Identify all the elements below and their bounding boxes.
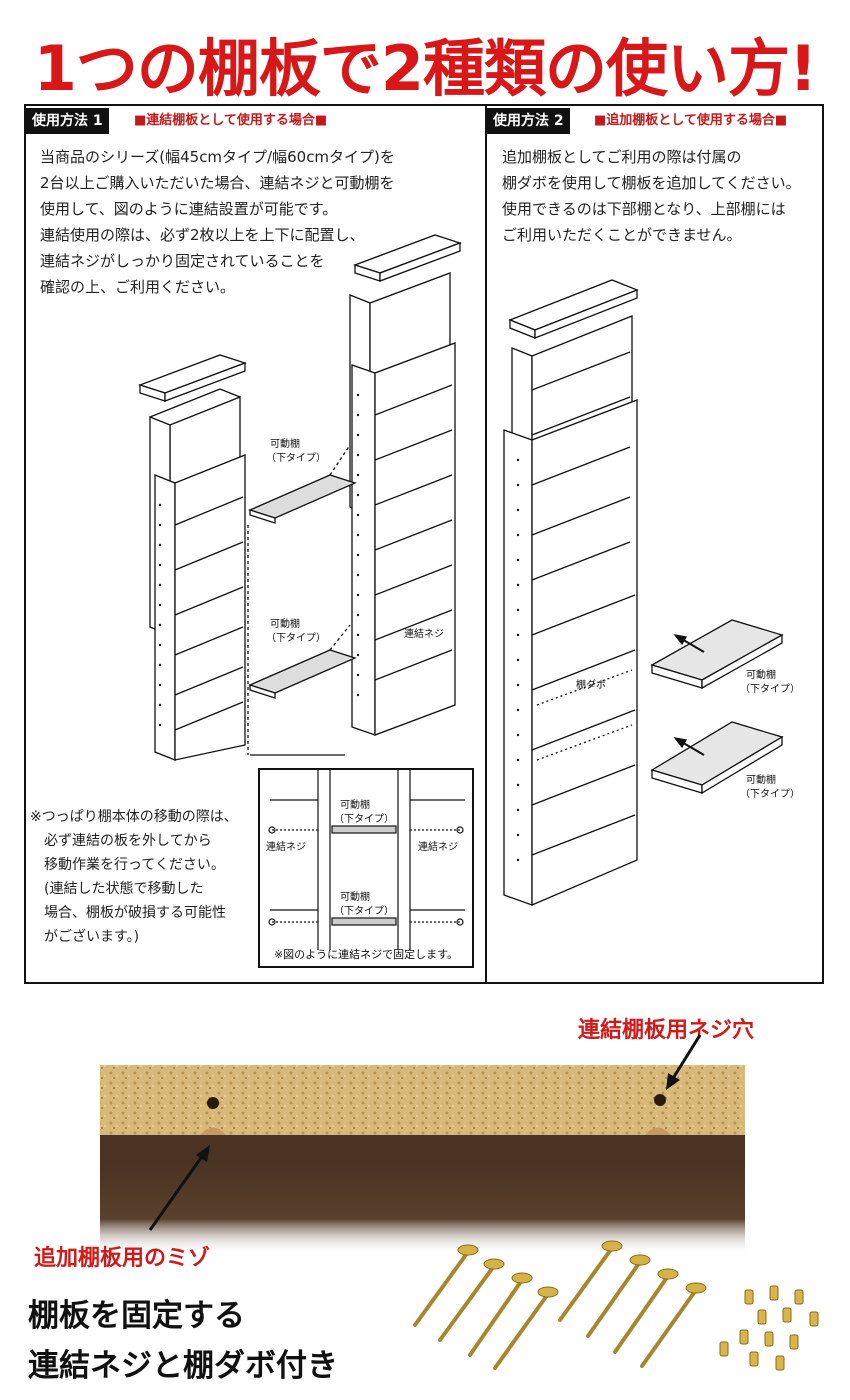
method1-shelf-lower-sub: （下タイプ）	[266, 632, 326, 644]
screw-hole-label: 連結棚板用ネジ穴	[578, 1018, 755, 1043]
method1-screw-label: 連結ネジ	[404, 627, 444, 640]
board-top-edge	[100, 1065, 745, 1135]
screw-hole-left	[207, 1097, 219, 1109]
shelf-board-photo	[100, 1034, 819, 1371]
groove-label: 追加棚板用のミゾ	[34, 1246, 211, 1271]
method1-line: 確認の上、ご利用ください。	[40, 278, 236, 296]
method2-line: 追加棚板としてご利用の際は付属の	[502, 148, 742, 166]
shelf-board-photo-area: 連結棚板用ネジ穴	[0, 990, 850, 1400]
connection-detail-inset: 可動棚 （下タイプ） 可動棚 （下タイプ） 連結ネジ 連結ネジ ※図のように連結…	[258, 768, 474, 968]
method1-line: 使用して、図のように連結設置が可能です。	[40, 200, 338, 218]
method1-shelf-upper-label: 可動棚	[270, 437, 300, 450]
groove-left	[200, 1127, 226, 1135]
note-line: 場合、棚板が破損する可能性	[30, 905, 226, 921]
screw-hole-right	[654, 1094, 666, 1106]
method2-shelf-lower-label: 可動棚	[746, 773, 776, 786]
inset-shelf-top: 可動棚	[340, 798, 370, 811]
inset-screw-left: 連結ネジ	[266, 840, 306, 853]
method1-line: 連結使用の際は、必ず2枚以上を上下に配置し、	[40, 226, 365, 244]
method2-line: 使用できるのは下部棚となり、上部棚には	[502, 200, 786, 218]
instructions-frame	[24, 104, 824, 984]
note-line: 必ず連結の板を外してから	[30, 833, 212, 849]
inset-shelf-top-sub: （下タイプ）	[334, 813, 394, 825]
method1-line: 2台以上ご購入いただいた場合、連結ネジと可動棚を	[40, 174, 395, 192]
shelf-dowels	[719, 1285, 819, 1371]
method2-line: 棚ダボを使用して棚板を追加してください。	[502, 174, 801, 192]
inset-screw-right: 連結ネジ	[418, 840, 458, 853]
method2-shelf-upper-sub: （下タイプ）	[740, 683, 800, 695]
method1-tag: 使用方法 1	[26, 108, 109, 134]
panel-divider	[485, 104, 487, 984]
method1-shelf-lower-label: 可動棚	[270, 617, 300, 630]
inset-shelf-bottom-sub: （下タイプ）	[334, 905, 394, 917]
method2-tag: 使用方法 2	[487, 108, 570, 134]
method1-shelf-upper-sub: （下タイプ）	[266, 452, 326, 464]
note-line: 移動作業を行ってください。	[30, 857, 225, 873]
inset-caption: ※図のように連結ネジで固定します。	[273, 948, 459, 961]
method2-subtitle: ■追加棚板として使用する場合■	[594, 113, 788, 128]
note-line: がございます。)	[30, 929, 140, 945]
method1-line: 当商品のシリーズ(幅45cmタイプ/幅60cmタイプ)を	[40, 148, 395, 166]
inset-shelf-bottom: 可動棚	[340, 890, 370, 903]
page-headline: 1つの棚板で2種類の使い方!	[32, 31, 819, 107]
method2-dowel-label: 棚ダボ	[576, 678, 606, 691]
method1-subtitle: ■連結棚板として使用する場合■	[134, 113, 328, 128]
bottom-headline-line2: 連結ネジと棚ダボ付き	[28, 1348, 338, 1384]
note-line: (連結した状態で移動した	[30, 881, 204, 897]
connected-shelves-diagram: 可動棚 （下タイプ） 可動棚 （下タイプ） 連結ネジ	[138, 234, 462, 761]
bottom-headline-line1: 棚板を固定する	[28, 1298, 245, 1334]
note-line: ※つっぱり棚本体の移動の際は、	[30, 809, 238, 825]
groove-right	[645, 1127, 671, 1135]
method1-line: 連結ネジがしっかり固定されていることを	[40, 252, 325, 270]
method2-shelf-upper-label: 可動棚	[746, 668, 776, 681]
inset-diagram: 可動棚 （下タイプ） 可動棚 （下タイプ） 連結ネジ 連結ネジ	[266, 770, 465, 950]
added-shelves-diagram: 棚ダボ 可動棚 （下タイプ） 可動棚 （下タイプ）	[503, 279, 800, 906]
method2-shelf-lower-sub: （下タイプ）	[740, 788, 800, 800]
connecting-screws	[413, 1246, 698, 1370]
method2-line: ご利用いただくことができません。	[502, 226, 742, 244]
